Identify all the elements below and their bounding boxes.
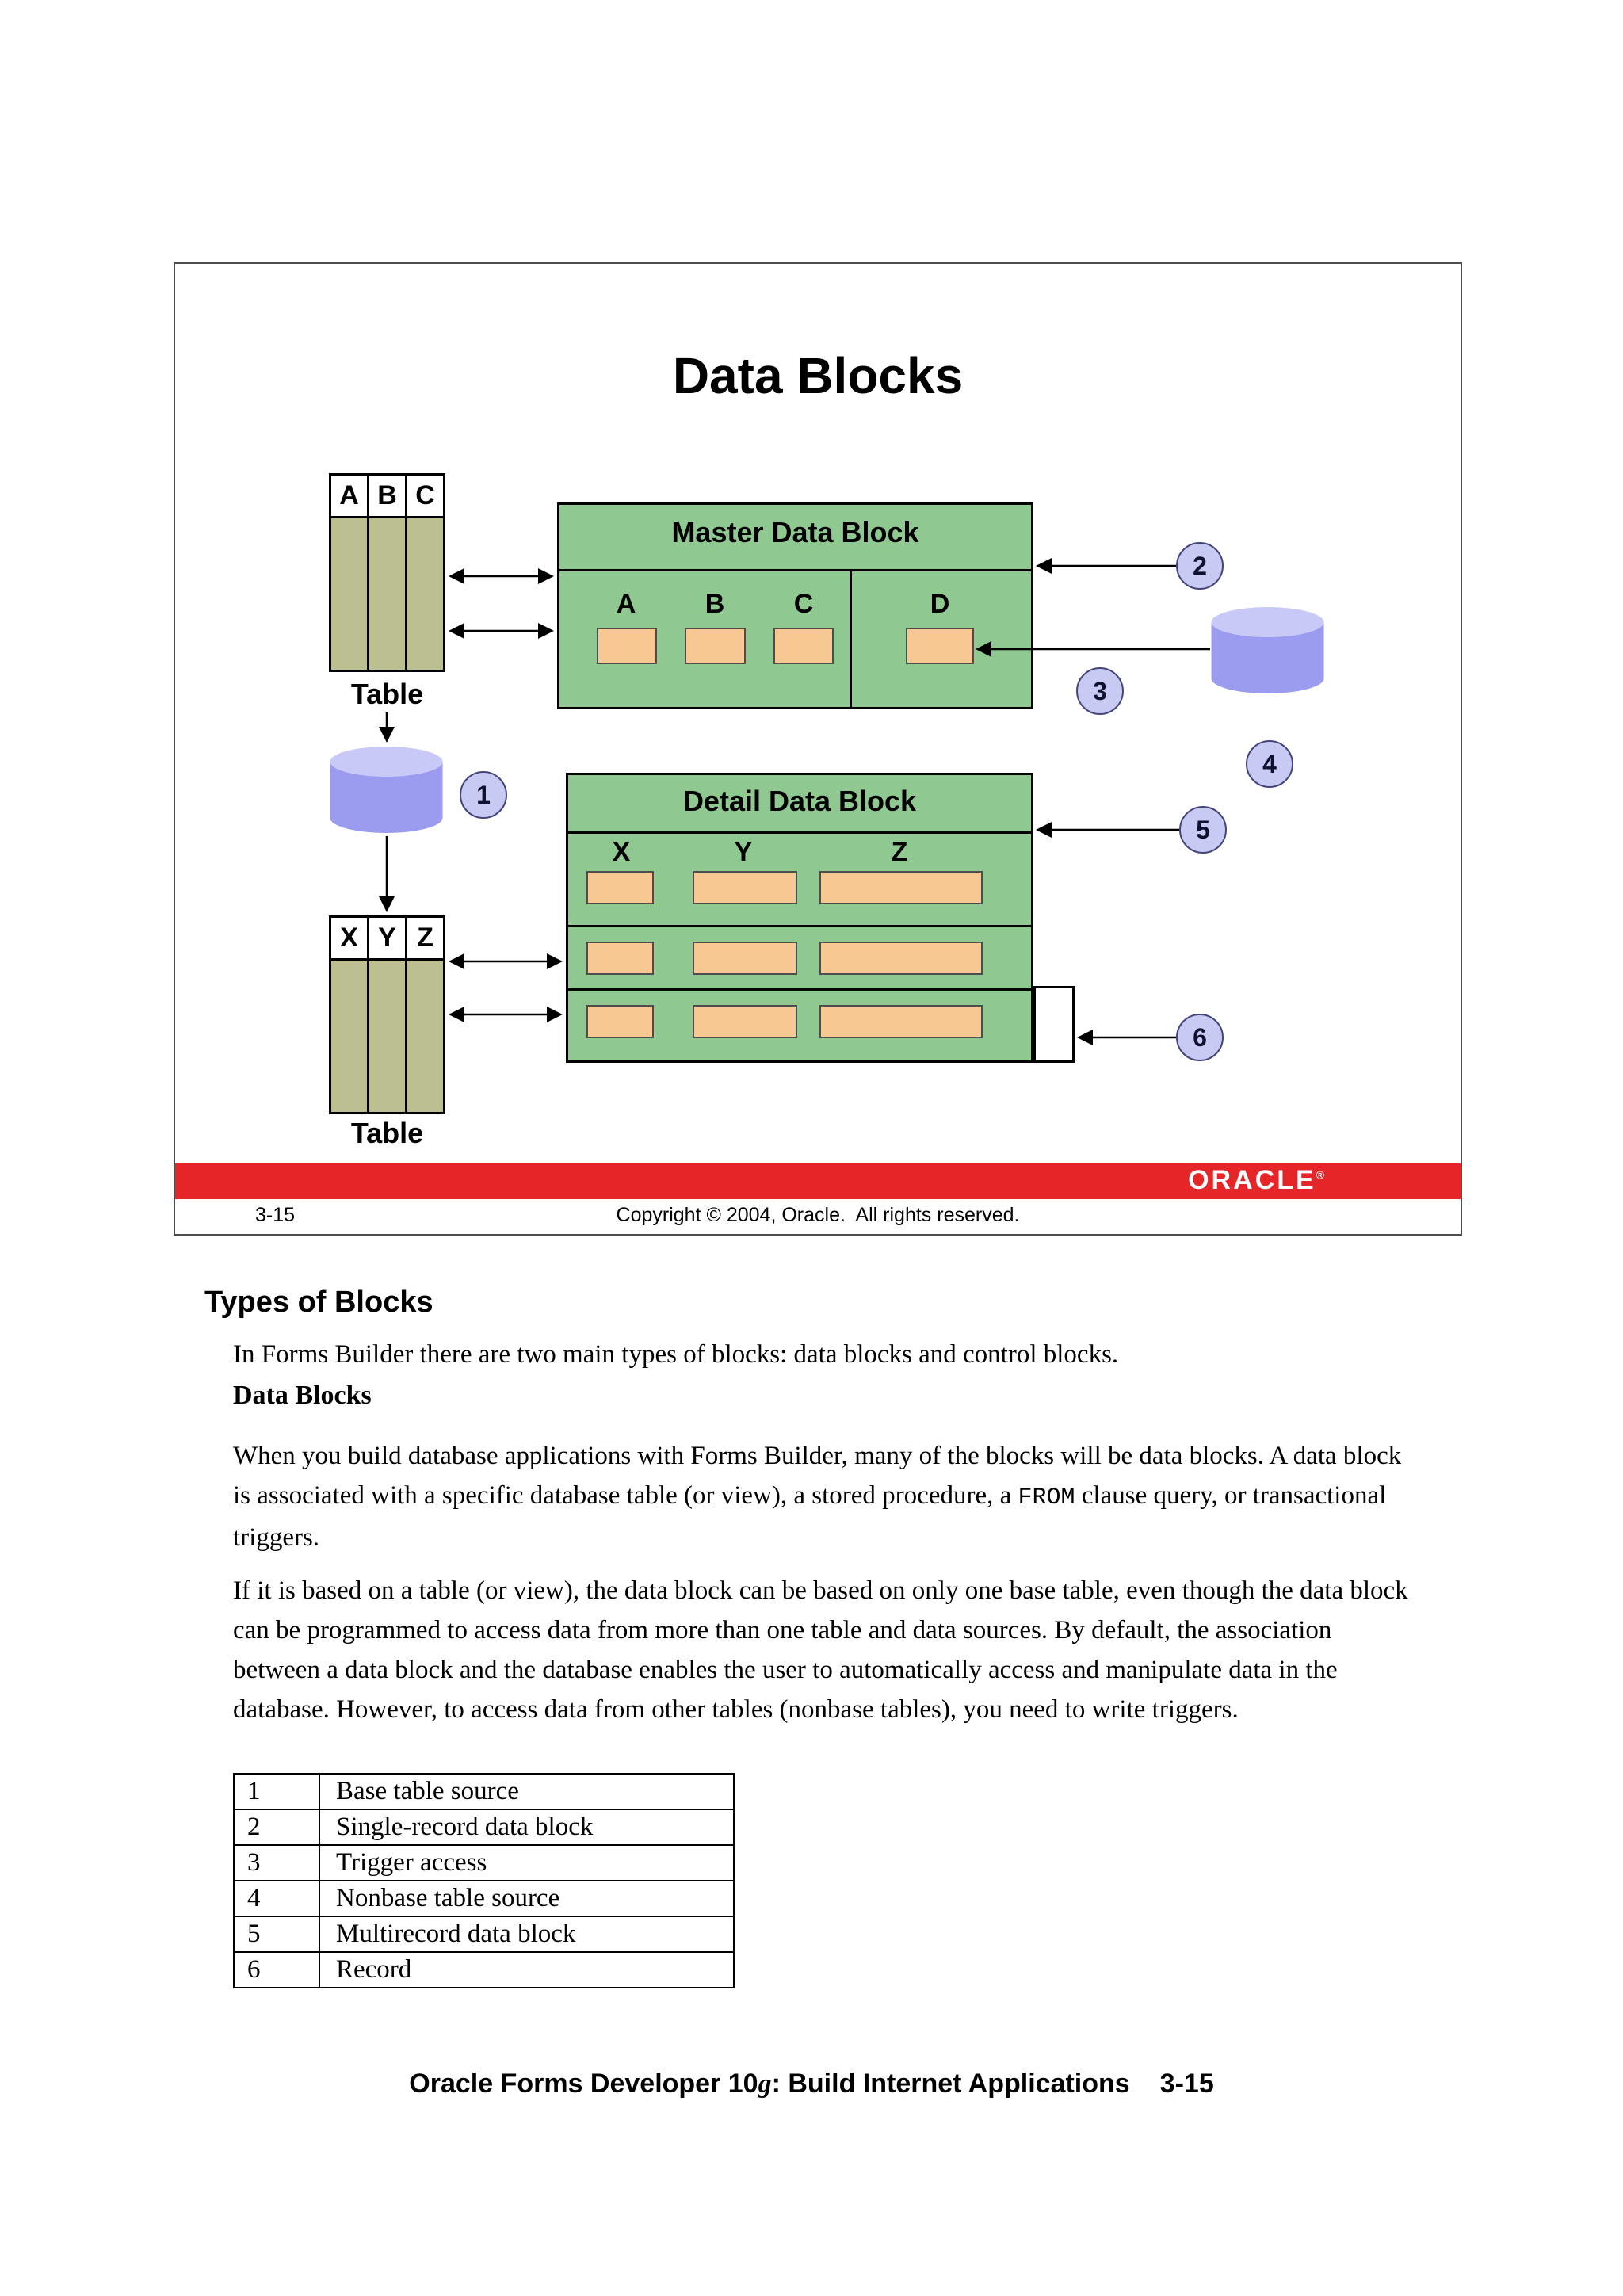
bottom-table-label: Table <box>350 1117 424 1149</box>
field-label-c: C <box>793 589 814 619</box>
callout-6: 6 <box>1176 1014 1224 1061</box>
table-column-header: Z <box>407 918 443 961</box>
field-item-z3 <box>819 1005 983 1038</box>
legend-number: 5 <box>233 1916 320 1953</box>
legend-number: 2 <box>233 1809 320 1846</box>
slide-copyright: Copyright © 2004, Oracle. All rights res… <box>616 1204 1020 1226</box>
paragraph-text: clause query, or transactional triggers. <box>233 1481 1387 1552</box>
table-body-row <box>331 518 443 670</box>
top-table-label: Table <box>350 678 424 710</box>
field-item-x1 <box>586 871 654 904</box>
source-table-xyz: X Y Z <box>329 915 445 1114</box>
record-indicator <box>1033 986 1075 1063</box>
database-icon <box>1211 607 1324 693</box>
divider-line <box>568 831 1031 834</box>
callout-1: 1 <box>460 771 507 819</box>
table-column-header: A <box>331 476 369 518</box>
slide-title: Data Blocks <box>672 347 964 404</box>
field-item-x2 <box>586 942 654 975</box>
slide-footer: 3-15 Copyright © 2004, Oracle. All right… <box>175 1204 1461 1227</box>
legend-row: 1 Base table source <box>233 1773 735 1810</box>
field-item-c <box>773 628 834 664</box>
footer-page-number: 3-15 <box>1159 2069 1214 2099</box>
source-table-abc: A B C <box>329 473 445 672</box>
field-label-x: X <box>612 837 631 867</box>
table-column <box>369 961 407 1112</box>
page-footer: Oracle Forms Developer 10g: Build Intern… <box>0 2069 1623 2099</box>
field-item-z2 <box>819 942 983 975</box>
field-item-x3 <box>586 1005 654 1038</box>
table-column-header: X <box>331 918 369 961</box>
legend-label: Single-record data block <box>319 1809 735 1846</box>
notes-subheading: Data Blocks <box>233 1381 372 1410</box>
table-column <box>407 961 443 1112</box>
callout-2: 2 <box>1176 542 1224 590</box>
table-column <box>369 518 407 670</box>
oracle-logo: ORACLE® <box>1188 1165 1324 1196</box>
detail-block-title: Detail Data Block <box>682 785 917 817</box>
field-label-y: Y <box>734 837 753 867</box>
field-label-d: D <box>930 589 950 619</box>
legend-number: 1 <box>233 1773 320 1810</box>
inline-code-from: FROM <box>1018 1484 1075 1511</box>
legend-label: Record <box>319 1951 735 1988</box>
legend-label: Trigger access <box>319 1844 735 1881</box>
legend-row: 6 Record <box>233 1951 735 1988</box>
divider-line <box>850 569 852 709</box>
divider-line <box>559 569 1031 571</box>
master-data-block: Master Data Block A B C D <box>557 502 1033 709</box>
oracle-wordmark: ORACLE <box>1188 1165 1316 1195</box>
legend-number: 4 <box>233 1880 320 1917</box>
table-column <box>407 518 443 670</box>
callout-3: 3 <box>1076 667 1124 715</box>
legend-label: Base table source <box>319 1773 735 1810</box>
slide-page-number: 3-15 <box>255 1204 296 1226</box>
legend-row: 5 Multirecord data block <box>233 1916 735 1953</box>
notes-heading: Types of Blocks <box>204 1286 433 1319</box>
field-item-d <box>906 628 974 664</box>
footer-text: : Build Internet Applications <box>771 2069 1130 2099</box>
footer-text: Oracle Forms Developer 10 <box>409 2069 758 2099</box>
legend-row: 3 Trigger access <box>233 1844 735 1881</box>
footer-italic-g: g <box>758 2069 772 2099</box>
field-item-y3 <box>693 1005 797 1038</box>
paragraph-text: When you build database applications wit… <box>233 1442 1402 1510</box>
database-icon <box>330 747 443 833</box>
field-item-a <box>597 628 657 664</box>
field-item-y1 <box>693 871 797 904</box>
master-block-title: Master Data Block <box>671 516 919 548</box>
callout-4: 4 <box>1246 740 1293 788</box>
registered-mark: ® <box>1316 1168 1324 1182</box>
notes-intro: In Forms Builder there are two main type… <box>233 1340 1119 1369</box>
field-label-a: A <box>616 589 636 619</box>
legend-label: Nonbase table source <box>319 1880 735 1917</box>
callout-5: 5 <box>1179 806 1227 854</box>
legend-label: Multirecord data block <box>319 1916 735 1953</box>
field-item-b <box>685 628 746 664</box>
legend-number: 3 <box>233 1844 320 1881</box>
oracle-brand-bar: ORACLE® <box>175 1163 1461 1199</box>
field-item-y2 <box>693 942 797 975</box>
table-body-row <box>331 961 443 1112</box>
table-column-header: C <box>407 476 443 518</box>
legend-number: 6 <box>233 1951 320 1988</box>
divider-line <box>568 925 1031 927</box>
legend-row: 4 Nonbase table source <box>233 1880 735 1917</box>
table-column <box>331 961 369 1112</box>
legend-row: 2 Single-record data block <box>233 1809 735 1846</box>
table-column-header: B <box>369 476 407 518</box>
divider-line <box>568 988 1031 991</box>
field-label-z: Z <box>891 837 908 867</box>
table-column-header: Y <box>369 918 407 961</box>
notes-paragraph-2: If it is based on a table (or view), the… <box>233 1576 1408 1724</box>
table-header-row: X Y Z <box>331 918 443 961</box>
slide-frame: Data Blocks A B C Table X Y <box>174 262 1462 1236</box>
field-item-z1 <box>819 871 983 904</box>
table-column <box>331 518 369 670</box>
detail-data-block: Detail Data Block X Y Z <box>566 773 1033 1063</box>
table-header-row: A B C <box>331 476 443 518</box>
field-label-b: B <box>705 589 725 619</box>
notes-paragraph-1: When you build database applications wit… <box>233 1436 1422 1557</box>
callout-legend-table: 1 Base table source 2 Single-record data… <box>233 1773 735 1988</box>
